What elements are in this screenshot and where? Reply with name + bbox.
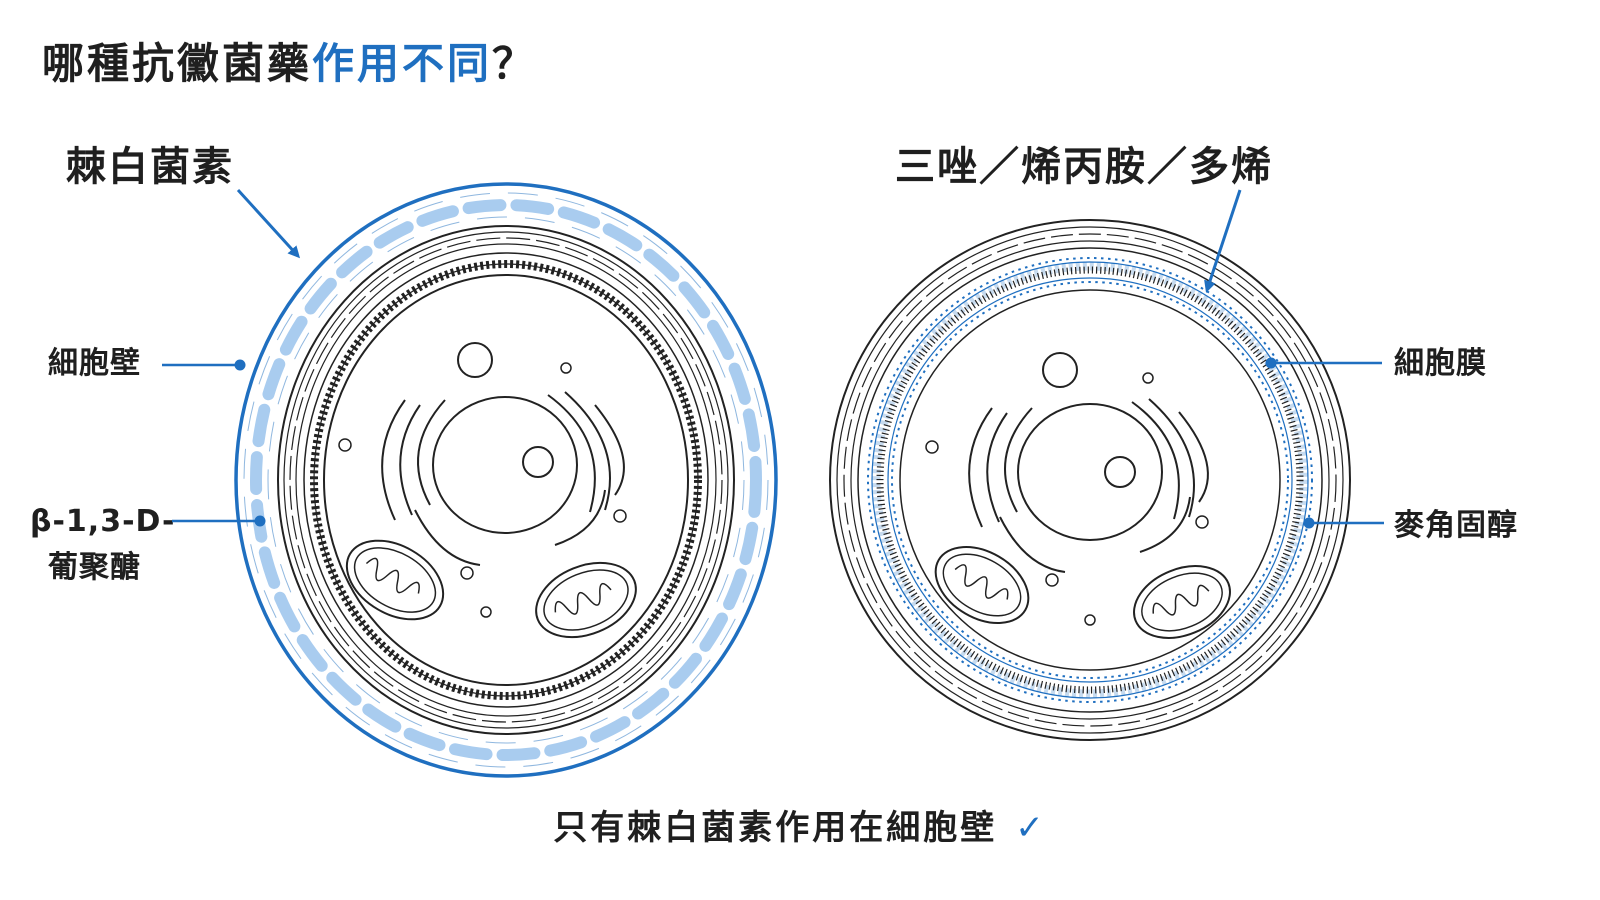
ergosterol-label: 麥角固醇 [1394,508,1518,543]
organelles-left [338,342,637,639]
glucan-strands-outer [250,199,762,761]
nucleolus [1104,456,1136,488]
glucan-label-line2: 葡聚醣 [48,550,141,585]
endoplasmic-reticulum [968,398,1209,573]
endoplasmic-reticulum [381,391,625,566]
nucleus [432,396,578,534]
nucleus [1017,403,1163,541]
title-suffix: ？ [492,39,538,88]
cell-membrane-label: 細胞膜 [1394,346,1487,381]
nucleolus [522,446,554,478]
azole-allylamine-polyene-label: 三唑／烯丙胺／多烯 [895,144,1273,190]
vacuole [457,342,493,378]
check-icon: ✓ [1015,808,1047,848]
page-title: 哪種抗黴菌藥作用不同？ [42,30,537,91]
ergosterol-heads-outer [867,257,1313,703]
cell-wall-label: 細胞壁 [48,346,141,381]
footer-statement: 只有棘白菌素作用在細胞壁 ✓ [0,800,1600,849]
mitochondrion [345,539,445,621]
fungal-cell-left [162,182,778,778]
ergosterol-heads-inner [891,281,1289,679]
mitochondrion [934,546,1030,624]
mitochondrion [1133,565,1231,639]
azole-arrow [1204,189,1242,293]
mitochondrion [535,561,637,639]
organelles-right [925,352,1231,639]
footer-text: 只有棘白菌素作用在細胞壁 [553,808,998,848]
glucan-label-line1: β-1,3-D- [30,504,176,539]
echinocandin-arrow [236,188,301,259]
echinocandin-label: 棘白菌素 [66,144,234,190]
vacuole [1042,352,1078,388]
title-prefix: 哪種抗黴菌藥 [42,39,313,88]
title-highlight: 作用不同 [312,39,493,88]
fungal-cell-right [829,189,1384,741]
